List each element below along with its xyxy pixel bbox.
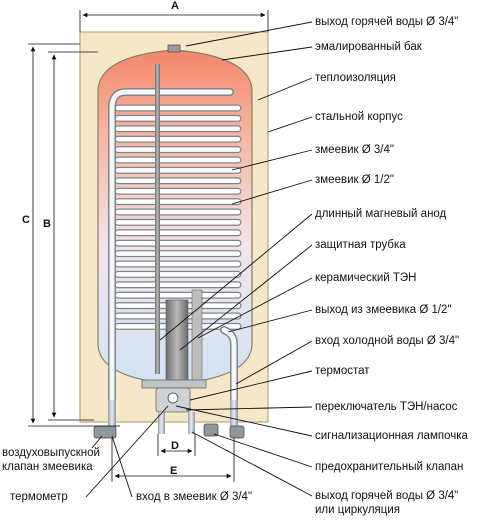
protective-tube bbox=[165, 299, 189, 383]
label-enamel-tank: эмалированный бак bbox=[315, 41, 422, 53]
label-cold-water-in: вход холодной воды Ø 3/4" bbox=[315, 335, 460, 347]
dim-b: B bbox=[43, 218, 51, 230]
dim-e: E bbox=[170, 465, 178, 477]
label-hot-water-out-2: выход горячей воды Ø 3/4" bbox=[315, 490, 459, 502]
label-protective-tube: защитная трубка bbox=[315, 239, 406, 251]
label-or-circulation: или циркуляция bbox=[315, 504, 400, 516]
dimension-lines bbox=[28, 10, 269, 482]
hot-water-outlet-nipple bbox=[167, 44, 181, 53]
coil-valve-right bbox=[229, 425, 245, 439]
pipe-hot-out bbox=[188, 412, 195, 434]
magnesium-anode bbox=[155, 64, 160, 374]
label-thermometer: термометр bbox=[10, 491, 68, 503]
heat-exchanger-coil bbox=[114, 104, 242, 330]
enamel-tank bbox=[97, 49, 253, 385]
air-vent-valve bbox=[93, 425, 117, 439]
safety-valve bbox=[203, 423, 219, 437]
dim-a: A bbox=[171, 0, 179, 12]
thermometer-dial bbox=[167, 392, 179, 404]
label-coil-12: змеевик Ø 1/2" bbox=[315, 174, 394, 186]
dim-c: C bbox=[22, 214, 30, 226]
dim-d: D bbox=[171, 440, 179, 452]
label-coil-outlet: выход из змеевика Ø 1/2" bbox=[315, 304, 452, 316]
label-coil-inlet: вход в змеевик Ø 3/4" bbox=[136, 491, 253, 503]
pipe-coil-outlet bbox=[230, 400, 238, 434]
label-air-vent-1: воздуховыпускной bbox=[2, 447, 100, 459]
leader-lines bbox=[85, 21, 313, 498]
label-insulation: теплоизоляция bbox=[315, 72, 396, 84]
label-coil-34: змеевик Ø 3/4" bbox=[315, 144, 394, 156]
label-safety-valve: предохранительный клапан bbox=[315, 461, 464, 473]
label-air-vent-2: клапан змеевика bbox=[2, 461, 93, 473]
label-magnesium-anode: длинный магневый анод bbox=[315, 208, 447, 220]
label-signal-lamp: сигнализационная лампочка bbox=[315, 430, 468, 442]
label-hot-water-out: выход горячей воды Ø 3/4" bbox=[315, 16, 459, 28]
label-steel-casing: стальной корпус bbox=[315, 111, 403, 123]
label-thermostat: термостат bbox=[315, 365, 370, 377]
bottom-flange bbox=[141, 379, 207, 389]
pipe-cold-in bbox=[158, 412, 165, 434]
pipe-coil-inlet bbox=[108, 400, 116, 434]
label-heater-pump-switch: переключатель ТЭН/насос bbox=[315, 401, 458, 413]
label-ceramic-heater: керамический ТЭН bbox=[315, 272, 417, 284]
